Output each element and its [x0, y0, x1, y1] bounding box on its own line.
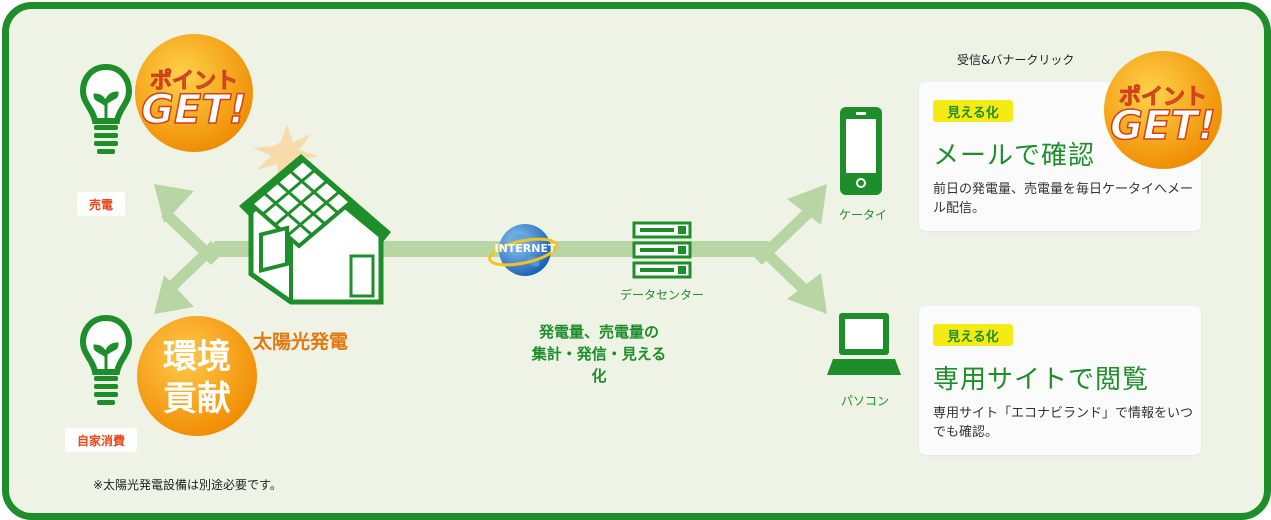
point-get-line1: ポイント [149, 69, 238, 95]
light-bulb-icon [79, 314, 133, 405]
visualize-badge: 見える化 [933, 100, 1013, 122]
visualize-badge: 見える化 [933, 324, 1013, 346]
laptop-icon [827, 313, 901, 375]
point-get-badge [1104, 51, 1222, 169]
globe-icon [488, 224, 558, 276]
internet-label: INTERNET [494, 242, 556, 255]
solar-power-label: 太陽光発電 [253, 331, 349, 353]
baiden-label: 売電 [77, 192, 125, 216]
aggregate-text-line1: 発電量、売電量の [538, 323, 659, 341]
pc-label: パソコン [840, 394, 889, 408]
site-card-title: 専用サイトで閲覧 [933, 365, 1150, 395]
site-card-text: 専用サイト「エコナビランド」で情報をいつでも確認。 [933, 406, 1194, 440]
point-get-badge [135, 34, 253, 152]
mobile-phone-icon [840, 107, 882, 195]
data-center-label: データセンター [619, 288, 704, 302]
house-icon [239, 124, 391, 305]
receive-click-note: 受信&バナークリック [957, 53, 1075, 67]
environment-line1: 環境 [163, 337, 231, 377]
self-consumption-label: 自家消費 [65, 428, 137, 452]
arrow-to-selfuse-shaft [161, 241, 219, 297]
point-get-line1: ポイント [1118, 85, 1207, 111]
site-card: 見える化 専用サイトで閲覧 専用サイト「エコナビランド」で情報をいつでも確認。 [919, 306, 1201, 455]
point-get-line2: GET! [1109, 102, 1216, 150]
server-icon [632, 221, 692, 279]
point-get-line2: GET! [140, 86, 247, 134]
mail-card-text: 前日の発電量、売電量を毎日ケータイへメール配信。 [933, 182, 1194, 216]
footnote: ※太陽光発電設備は別途必要です。 [93, 478, 282, 492]
arrow-to-selfuse-head [154, 275, 194, 314]
aggregate-text-line2: 集計・発信・見える化 [531, 345, 667, 385]
arrow-to-pc-head [787, 273, 827, 314]
light-bulb-icon [79, 63, 133, 154]
mail-card-title: メールで確認 [933, 141, 1096, 171]
environment-badge [137, 316, 257, 436]
arrow-to-baiden-head [154, 184, 194, 223]
environment-line2: 貢献 [163, 379, 231, 419]
arrow-to-pc-shaft [754, 241, 817, 302]
arrow-to-mobile-head [787, 184, 827, 225]
mobile-label: ケータイ [838, 208, 887, 222]
